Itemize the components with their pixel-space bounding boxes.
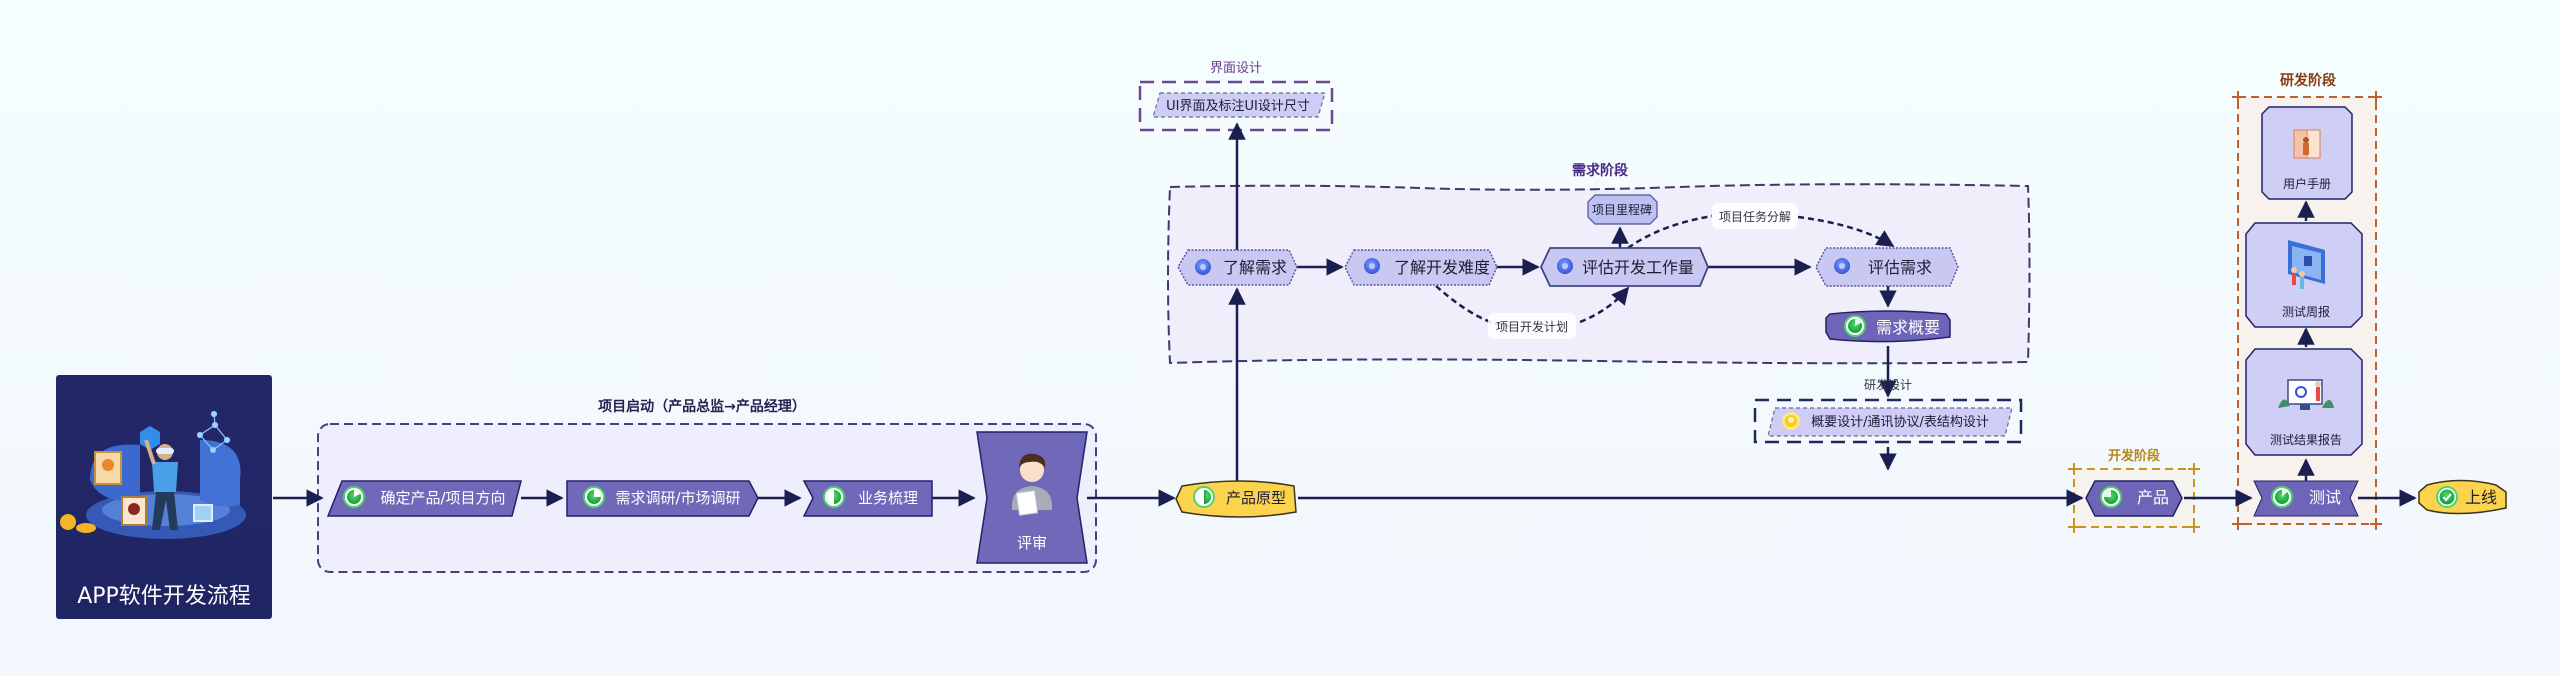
half-circle-icon — [1193, 486, 1215, 508]
progress-pie-icon — [1844, 315, 1866, 337]
node-test-report[interactable]: 测试结果报告 — [2245, 348, 2363, 456]
monitor-presentation-icon — [2278, 379, 2334, 410]
node-user-manual-label: 用户手册 — [2283, 176, 2331, 191]
progress-pie-icon — [2271, 486, 2293, 508]
group-kickoff-title: 项目启动（产品总监→产品经理） — [598, 398, 806, 415]
node-evaluate-req-label: 评估需求 — [1868, 258, 1932, 277]
title-card-label: APP软件开发流程 — [77, 584, 251, 609]
group-design-docs — [1753, 398, 2023, 444]
group-rd-stage-title: 研发阶段 — [2280, 72, 2336, 89]
blue-badge-icon — [1557, 258, 1573, 274]
node-test-report-label: 测试结果报告 — [2270, 432, 2342, 447]
node-weekly-report-label: 测试周报 — [2282, 304, 2330, 319]
node-user-manual[interactable]: 用户手册 — [2261, 106, 2353, 200]
node-launch[interactable]: 上线 — [2418, 479, 2507, 515]
node-understand-difficulty-label: 了解开发难度 — [1394, 258, 1490, 277]
node-req-overview-label: 需求概要 — [1876, 318, 1940, 337]
node-product[interactable]: 产品 — [2085, 480, 2183, 517]
dashboard-screen-icon — [2288, 240, 2325, 289]
progress-pie-icon — [823, 486, 845, 508]
edges — [273, 122, 2417, 507]
node-ui-spec-label: UI界面及标注UI设计尺寸 — [1166, 99, 1310, 114]
vr-illustration-icon — [60, 410, 246, 539]
open-book-icon — [2293, 129, 2321, 159]
group-dev-stage-title: 开发阶段 — [2108, 448, 2160, 464]
progress-pie-icon — [583, 486, 605, 508]
blue-badge-icon — [1195, 259, 1211, 275]
node-business-review[interactable]: 业务梳理 — [802, 480, 933, 517]
group-ui-design-title: 界面设计 — [1210, 61, 1262, 76]
progress-pie-icon — [2100, 486, 2122, 508]
edge-task-breakdown-curve — [1627, 214, 1893, 248]
node-market-research-label: 需求调研/市场调研 — [615, 489, 740, 507]
node-product-label: 产品 — [2137, 488, 2169, 507]
node-prototype[interactable]: 产品原型 — [1175, 480, 1297, 518]
node-req-overview[interactable]: 需求概要 — [1825, 310, 1951, 343]
node-design-docs[interactable]: 概要设计/通讯协议/表结构设计 — [1767, 407, 2013, 437]
edge-label-dev-plan-text: 项目开发计划 — [1496, 319, 1568, 334]
title-card[interactable]: APP软件开发流程 — [56, 375, 272, 619]
node-ui-spec[interactable]: UI界面及标注UI设计尺寸 — [1152, 92, 1326, 118]
node-understand-difficulty[interactable]: 了解开发难度 — [1344, 249, 1498, 286]
node-review[interactable]: 评审 — [976, 431, 1088, 564]
node-testing-label: 测试 — [2309, 488, 2341, 507]
node-weekly-report[interactable]: 测试周报 — [2245, 222, 2363, 328]
node-estimate-workload[interactable]: 评估开发工作量 — [1540, 247, 1709, 287]
check-circle-icon — [2436, 486, 2458, 508]
node-testing[interactable]: 测试 — [2253, 480, 2359, 517]
edge-dev-plan-curve — [1435, 286, 1628, 328]
blue-badge-icon — [1364, 258, 1380, 274]
node-launch-label: 上线 — [2465, 488, 2497, 507]
node-confirm-direction-label: 确定产品/项目方向 — [380, 489, 505, 507]
node-understand-req[interactable]: 了解需求 — [1177, 249, 1298, 286]
node-estimate-workload-label: 评估开发工作量 — [1582, 258, 1694, 277]
lightbulb-icon — [1782, 412, 1800, 430]
node-prototype-label: 产品原型 — [1226, 489, 1286, 507]
edge-label-dev-plan: 项目开发计划 — [1488, 313, 1576, 339]
edge-label-task-breakdown: 项目任务分解 — [1712, 203, 1798, 229]
node-review-label: 评审 — [1017, 534, 1047, 552]
group-requirements-title: 需求阶段 — [1572, 162, 1628, 179]
node-milestone[interactable]: 项目里程碑 — [1587, 194, 1658, 225]
progress-pie-icon — [343, 486, 365, 508]
node-market-research[interactable]: 需求调研/市场调研 — [566, 480, 759, 517]
node-business-review-label: 业务梳理 — [858, 489, 918, 507]
node-design-docs-label: 概要设计/通讯协议/表结构设计 — [1811, 415, 1989, 430]
node-milestone-label: 项目里程碑 — [1592, 202, 1652, 217]
reviewer-person-icon — [1011, 453, 1053, 516]
blue-badge-icon — [1834, 258, 1850, 274]
edge-label-task-breakdown-text: 项目任务分解 — [1719, 209, 1791, 224]
edge-label-rd-design: 研发设计 — [1864, 377, 1912, 392]
node-understand-req-label: 了解需求 — [1223, 258, 1287, 277]
node-evaluate-req[interactable]: 评估需求 — [1815, 247, 1959, 287]
node-confirm-direction[interactable]: 确定产品/项目方向 — [326, 480, 522, 517]
